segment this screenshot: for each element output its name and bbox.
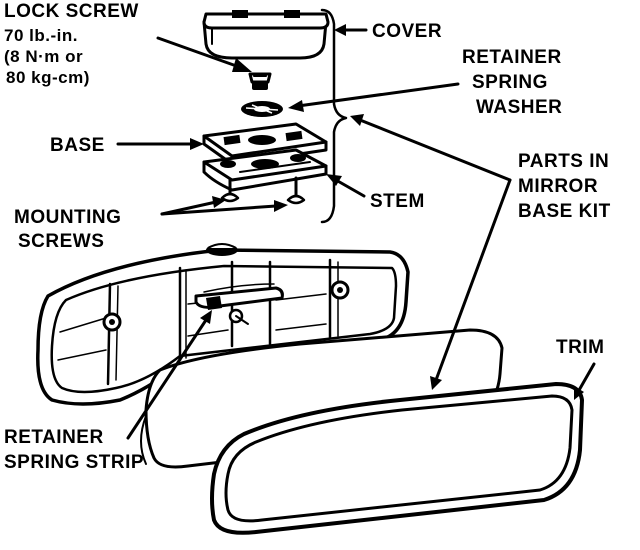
label-lock-screw-kgcm: 80 kg-cm) <box>6 68 90 87</box>
label-lock-screw-torque: 70 lb.-in. <box>4 26 78 45</box>
lock-screw-part <box>248 72 272 90</box>
base-part <box>202 122 328 166</box>
label-mounting: MOUNTING <box>14 207 121 228</box>
kit-bracket <box>320 8 348 224</box>
callout-retainer-spring-washer: RETAINER SPRING WASHER <box>462 47 562 118</box>
label-spring-strip: SPRING STRIP <box>4 452 144 473</box>
label-retainer-strip: RETAINER <box>4 427 104 448</box>
callout-retainer-spring-strip: RETAINER SPRING STRIP <box>4 427 144 473</box>
label-retainer: RETAINER <box>462 47 562 68</box>
label-base: BASE <box>50 135 105 156</box>
label-parts-in: PARTS IN <box>518 151 609 172</box>
mounting-screws-part <box>220 176 306 205</box>
label-lock-screw-metric: (8 N·m or <box>4 47 83 66</box>
label-washer: WASHER <box>476 97 562 118</box>
mirror-housing-part <box>36 243 410 406</box>
callout-parts-in-mirror-base-kit: PARTS IN MIRROR BASE KIT <box>518 151 611 222</box>
leader-lines <box>116 24 596 440</box>
label-screws: SCREWS <box>18 231 104 252</box>
callout-lock-screw: LOCK SCREW 70 lb.-in. (8 N·m or 80 kg-cm… <box>4 1 139 87</box>
stem-part <box>202 148 328 192</box>
label-mirror: MIRROR <box>518 176 598 197</box>
cover-part <box>202 10 330 60</box>
label-spring: SPRING <box>472 72 548 93</box>
label-lock-screw: LOCK SCREW <box>4 1 139 22</box>
retainer-spring-washer-part <box>241 101 283 117</box>
trim-part <box>210 382 584 535</box>
label-stem: STEM <box>370 191 425 212</box>
label-cover: COVER <box>372 21 442 42</box>
label-trim: TRIM <box>556 337 604 358</box>
callout-mounting-screws: MOUNTING SCREWS <box>14 207 121 252</box>
label-base-kit: BASE KIT <box>518 201 611 222</box>
